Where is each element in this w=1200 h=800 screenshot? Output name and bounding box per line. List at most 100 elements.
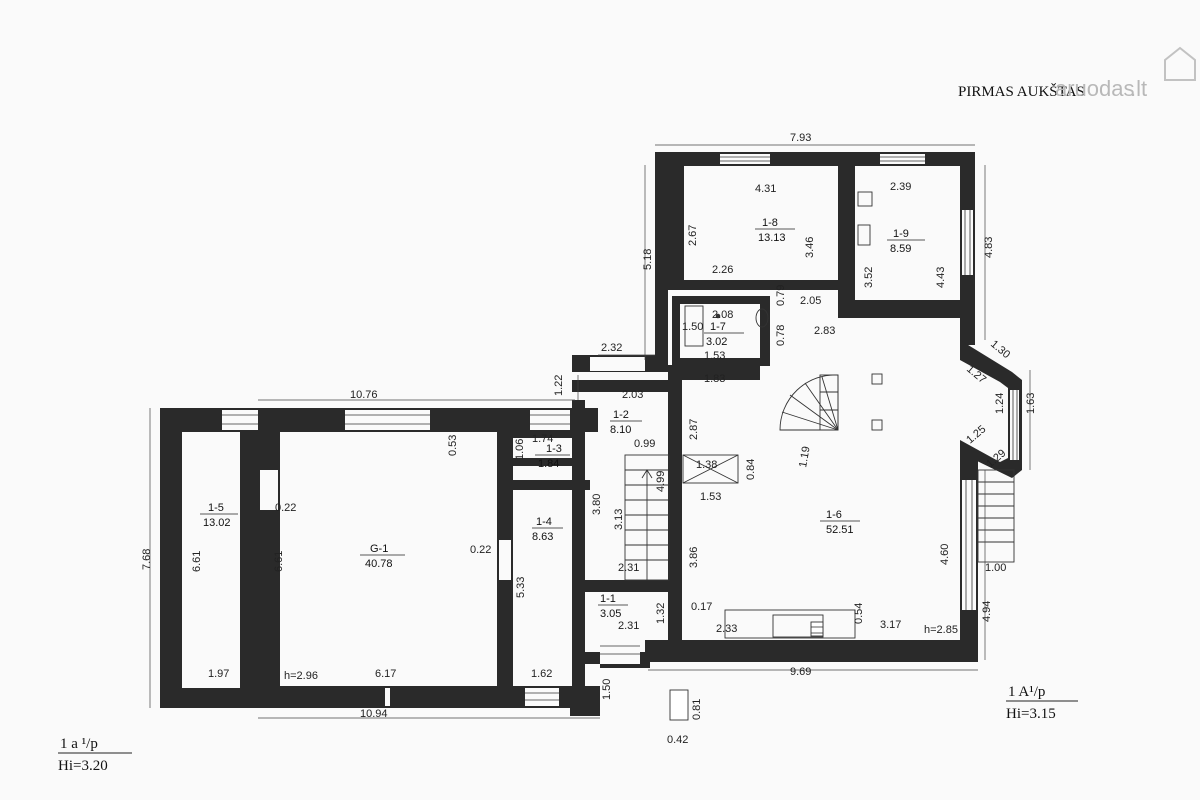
dim-label: 3.46 bbox=[804, 237, 816, 258]
room-id: 1-4 bbox=[536, 516, 552, 528]
room-id: 1-7 bbox=[710, 321, 726, 333]
dim-label: 10.94 bbox=[360, 708, 388, 720]
dim-label: 2.31 bbox=[618, 620, 639, 632]
dim-label: 6.61 bbox=[191, 551, 203, 572]
watermark-brand: aruodas bbox=[1055, 76, 1135, 101]
dim-label: 0.22 bbox=[470, 544, 491, 556]
dim-label: 1.30 bbox=[988, 338, 1012, 361]
dim-label: 0.22 bbox=[275, 502, 296, 514]
dim-label: 3.13 bbox=[613, 509, 625, 530]
dim-label: 2.83 bbox=[814, 325, 835, 337]
room-id: G-1 bbox=[370, 543, 388, 555]
dim-label: 0.84 bbox=[745, 459, 757, 480]
dim-label: 9.69 bbox=[790, 666, 811, 678]
dim-label: 1.62 bbox=[531, 668, 552, 680]
page-title: PIRMAS AUKŠTAS bbox=[958, 83, 1085, 100]
dim-label: 2.32 bbox=[601, 342, 622, 354]
dim-label: 2.39 bbox=[890, 181, 911, 193]
right-floor-block: 1 A¹/p Hi=3.15 bbox=[1006, 684, 1078, 722]
dim-label: 3.17 bbox=[880, 619, 901, 631]
dim-label: 5.33 bbox=[515, 577, 527, 598]
room-area: 52.51 bbox=[826, 524, 854, 536]
dim-label: 1.22 bbox=[553, 375, 565, 396]
dim-label: 2.08 bbox=[712, 309, 733, 321]
dim-label: 0.78 bbox=[775, 325, 787, 346]
dim-label: 1.24 bbox=[994, 393, 1006, 414]
room-id: 1-6 bbox=[826, 509, 842, 521]
right-block-line1: 1 A¹/p bbox=[1008, 684, 1045, 700]
dim-label: 3.52 bbox=[863, 267, 875, 288]
room-area: 8.10 bbox=[610, 424, 631, 436]
room-id: 1-2 bbox=[613, 409, 629, 421]
dim-label: 1.97 bbox=[208, 668, 229, 680]
dim-label: 0.81 bbox=[691, 699, 703, 720]
window-lines bbox=[222, 156, 1018, 701]
room-area: 3.02 bbox=[706, 336, 727, 348]
dim-label: 1.00 bbox=[985, 562, 1006, 574]
dim-label: 1.06 bbox=[514, 439, 526, 460]
dim-label: 3.86 bbox=[688, 547, 700, 568]
dimension-lines bbox=[149, 144, 1031, 719]
dim-label: h=2.96 bbox=[284, 670, 318, 682]
dim-label: 1.50 bbox=[682, 321, 703, 333]
room-area: 1.84 bbox=[538, 458, 559, 470]
left-block-line1: 1 a ¹/p bbox=[60, 736, 98, 752]
dim-label: 1.53 bbox=[700, 491, 721, 503]
room-id: 1-1 bbox=[600, 593, 616, 605]
dim-label: 4.99 bbox=[655, 471, 667, 492]
dim-label: 2.87 bbox=[688, 419, 700, 440]
room-area: 3.05 bbox=[600, 608, 621, 620]
dim-label: 2.05 bbox=[800, 295, 821, 307]
dimension-labels: 7.93 4.31 2.39 2.67 3.46 2.26 3.52 4.43 … bbox=[141, 132, 1037, 746]
room-id: 1-9 bbox=[893, 228, 909, 240]
dim-label: 6.61 bbox=[273, 551, 285, 572]
dim-label: 0.17 bbox=[691, 601, 712, 613]
room-area: 8.63 bbox=[532, 531, 553, 543]
dim-label: 4.31 bbox=[755, 183, 776, 195]
dim-label: 1.63 bbox=[1025, 393, 1037, 414]
house-icon bbox=[1164, 46, 1196, 81]
right-block-line2: Hi=3.15 bbox=[1006, 706, 1056, 722]
left-floor-block: 1 a ¹/p Hi=3.20 bbox=[58, 736, 132, 774]
room-id: 1-5 bbox=[208, 502, 224, 514]
dim-label: 0.54 bbox=[853, 603, 865, 624]
room-area: 40.78 bbox=[365, 558, 393, 570]
room-area: 13.13 bbox=[758, 232, 786, 244]
dim-label: 1.38 bbox=[696, 459, 717, 471]
watermark-tld: .lt bbox=[1130, 76, 1147, 101]
dim-label: 7.68 bbox=[141, 549, 153, 570]
dim-label: 2.33 bbox=[716, 623, 737, 635]
dim-label: 1.53 bbox=[704, 350, 725, 362]
dim-label: 4.60 bbox=[939, 544, 951, 565]
dim-label: 2.31 bbox=[618, 562, 639, 574]
dim-label: 1.50 bbox=[601, 679, 613, 700]
dim-label: 10.76 bbox=[350, 389, 378, 401]
dim-label: 1.19 bbox=[797, 445, 813, 468]
dim-label: 2.67 bbox=[687, 225, 699, 246]
room-area: 13.02 bbox=[203, 517, 231, 529]
stairs bbox=[624, 191, 1015, 721]
room-id: 1-3 bbox=[546, 443, 562, 455]
dim-label: 6.17 bbox=[375, 668, 396, 680]
dim-label: 0.79 bbox=[775, 285, 787, 306]
watermark: aruodas .lt bbox=[1055, 46, 1196, 101]
room-labels: 1-1 3.05 1-2 8.10 1-3 1.84 1-4 8.63 1-5 … bbox=[200, 217, 925, 620]
dim-label: 4.83 bbox=[983, 237, 995, 258]
dim-label: 0.42 bbox=[667, 734, 688, 746]
dim-label: 1.32 bbox=[655, 603, 667, 624]
dim-label: 4.94 bbox=[981, 601, 993, 622]
room-id: 1-8 bbox=[762, 217, 778, 229]
dim-label: h=2.85 bbox=[924, 624, 958, 636]
dim-label: 2.03 bbox=[622, 389, 643, 401]
dim-label: 2.26 bbox=[712, 264, 733, 276]
dim-label: 1.74 bbox=[532, 433, 553, 445]
dim-label: 1.83 bbox=[704, 373, 725, 385]
left-block-line2: Hi=3.20 bbox=[58, 758, 108, 774]
dim-label: 5.18 bbox=[642, 249, 654, 270]
dim-label: 7.93 bbox=[790, 132, 811, 144]
dim-label: 3.80 bbox=[591, 494, 603, 515]
dim-label: 1.25 bbox=[964, 423, 988, 446]
dim-label: 4.43 bbox=[935, 267, 947, 288]
room-area: 8.59 bbox=[890, 243, 911, 255]
